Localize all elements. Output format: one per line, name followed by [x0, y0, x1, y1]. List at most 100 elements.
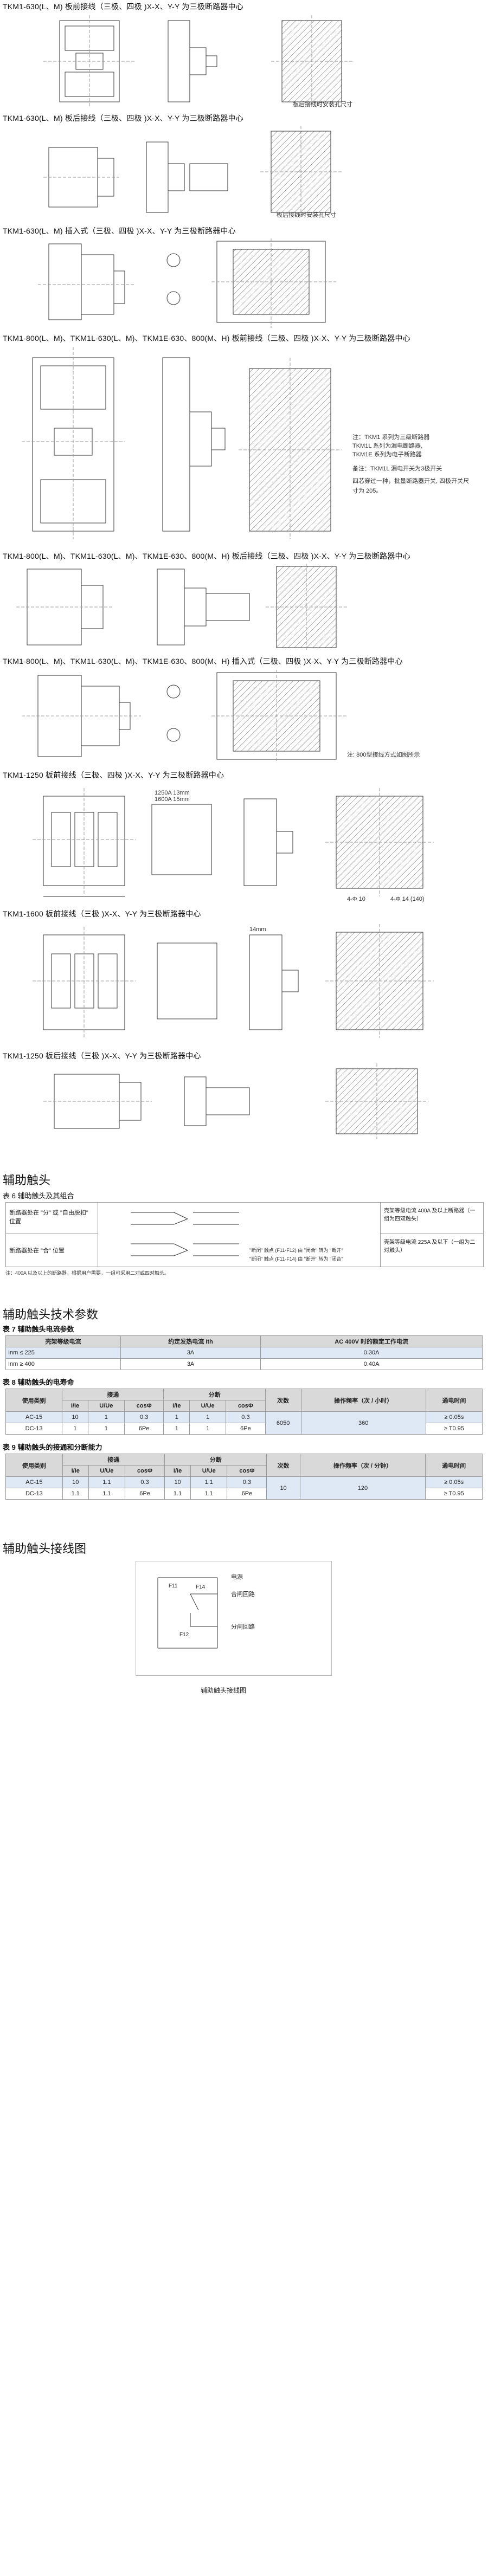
section-title-630-back: TKM1-630(L、M) 板后接线（三极、四极 )X-X、Y-Y 为三极断路器…	[3, 114, 243, 122]
section-title-800-front: TKM1-800(L、M)、TKM1L-630(L、M)、TKM1E-630、8…	[3, 334, 410, 343]
table6-title: 表 6 辅助触头及其组合	[3, 1192, 74, 1200]
t8-r1c1: 1	[62, 1423, 88, 1435]
t9-r0c1: 10	[62, 1476, 89, 1488]
t7-r1c1: 3A	[120, 1358, 261, 1370]
drawing-630-front: 板后接线时安装孔尺寸	[43, 15, 434, 110]
wiring-label-power: 电源	[231, 1574, 243, 1580]
t9-r1c1: 1.1	[62, 1488, 89, 1500]
t7-r0c2: 0.30A	[260, 1347, 483, 1359]
section-title-630-front: TKM1-630(L、M) 板前接线（三极、四极 )X-X、Y-Y 为三极断路器…	[3, 2, 243, 11]
t8-r1c3: 6Pe	[124, 1423, 164, 1435]
t9-r1c6: 6Pe	[227, 1488, 267, 1500]
section-title-1250-front: TKM1-1250 板前接线（三极、四极 )X-X、Y-Y 为三极断路器中心	[3, 771, 224, 779]
t9-r1c2: 1.1	[88, 1488, 126, 1500]
t9-h-count: 次数	[266, 1454, 300, 1477]
t8-s4: U/Ue	[189, 1400, 227, 1412]
dim-1250-a: 1250A 13mm	[155, 790, 190, 796]
t8-r0c2: 1	[87, 1411, 125, 1423]
table6-right4: "断闭" 触点 (F11-F14) 由 "断开" 转为 "闭合"	[249, 1256, 343, 1262]
t8-r1c2: 1	[87, 1423, 125, 1435]
t9-s3: I/Ie	[164, 1465, 191, 1477]
dim-1250-b: 1600A 15mm	[155, 796, 190, 803]
t8-r1c4: 1	[163, 1423, 190, 1435]
t8-h-on: 接通	[62, 1389, 164, 1400]
drawing-1250-back	[22, 1063, 466, 1139]
t8-s0: I/Ie	[62, 1400, 88, 1412]
tech-heading: 辅助触头技术参数	[3, 1308, 99, 1321]
t9-r0c9: ≥ 0.05s	[425, 1476, 483, 1488]
t9-r0c4: 10	[164, 1476, 191, 1488]
t9-h-freq: 操作频率（次 / 分钟）	[299, 1454, 426, 1477]
note-800-plug: 注: 800型接线方式如图所示	[347, 751, 420, 758]
terminal-f14: F14	[196, 1584, 206, 1590]
t9-s5: cosΦ	[227, 1465, 267, 1477]
t9-r1c3: 6Pe	[125, 1488, 165, 1500]
t9-r0c5: 1.1	[190, 1476, 228, 1488]
drawing-630-plug	[38, 238, 439, 328]
table6-right3: "断闭" 触点 (F11-F12) 由 "闭合" 转为 "断开"	[249, 1248, 343, 1253]
t9-s4: U/Ue	[190, 1465, 228, 1477]
wiring-label-open: 分闸回路	[231, 1624, 255, 1630]
table6-right2: 壳架等级电流 225A 及以下（一组为二对触头）	[380, 1234, 483, 1267]
t8-s1: U/Ue	[87, 1400, 125, 1412]
section-title-800-back: TKM1-800(L、M)、TKM1L-630(L、M)、TKM1E-630、8…	[3, 552, 410, 560]
table6-row2-left: 断路器处在 "合" 位置	[6, 1234, 98, 1267]
t7-r0c0: Inm ≤ 225	[5, 1347, 121, 1359]
t9-r0c6: 0.3	[227, 1476, 267, 1488]
section-title-630-plug: TKM1-630(L、M) 插入式（三极、四极 )X-X、Y-Y 为三极断路器中…	[3, 227, 236, 235]
t8-h-time: 通电时间	[425, 1389, 483, 1412]
t8-h-freq: 操作频率（次 / 小时）	[300, 1389, 426, 1412]
t9-h-off: 分断	[164, 1454, 267, 1465]
table9: 使用类别 接通 分断 次数 操作频率（次 / 分钟） 通电时间 I/Ie U/U…	[5, 1454, 483, 1500]
terminal-f12: F12	[179, 1632, 189, 1638]
t8-r0c0: AC-15	[5, 1411, 63, 1423]
t9-r1c9: ≥ T0.95	[425, 1488, 483, 1500]
aux-heading: 辅助触头	[3, 1173, 51, 1187]
t8-r1c5: 1	[189, 1423, 227, 1435]
note-630-back: 板后接线时安装孔尺寸	[277, 211, 336, 218]
t9-r0c3: 0.3	[125, 1476, 165, 1488]
drawing-1600-front: 14mm	[22, 921, 466, 1046]
t8-s5: cosΦ	[226, 1400, 266, 1412]
t8-h-off: 分断	[163, 1389, 266, 1400]
t9-r0c2: 1.1	[88, 1476, 126, 1488]
drawing-800-plug: 注: 800型接线方式如图所示	[22, 670, 466, 762]
t9-r1c0: DC-13	[5, 1488, 63, 1500]
note-800-front-1: 注：TKM1 系列为三级断路器	[352, 433, 429, 441]
t8-r0c4: 1	[163, 1411, 190, 1423]
section-title-1600-front: TKM1-1600 板前接线（三极 )X-X、Y-Y 为三极断路器中心	[3, 909, 201, 918]
t7-h1: 约定发热电流 Ith	[120, 1335, 261, 1347]
table7-title: 表 7 辅助触头电流参数	[3, 1325, 74, 1333]
dim-1600-a: 14mm	[249, 926, 266, 933]
t9-r1c4: 1.1	[164, 1488, 191, 1500]
table9-title: 表 9 辅助触头的接通和分断能力	[3, 1443, 102, 1451]
t7-r1c2: 0.40A	[260, 1358, 483, 1370]
t8-h-count: 次数	[265, 1389, 301, 1412]
drawing-630-back: 板后接线时安装孔尺寸	[43, 126, 434, 221]
t8-r1c6: 6Pe	[226, 1423, 266, 1435]
t8-r1c0: DC-13	[5, 1423, 63, 1435]
wiring-heading: 辅助触头接线图	[3, 1542, 87, 1555]
t8-r0c6: 0.3	[226, 1411, 266, 1423]
t8-r0c8: 360	[300, 1411, 426, 1435]
t9-h-time: 通电时间	[425, 1454, 483, 1477]
t8-s3: I/Ie	[163, 1400, 190, 1412]
t9-r0c8: 120	[299, 1476, 426, 1500]
t8-r0c9: ≥ 0.05s	[425, 1411, 483, 1423]
t7-h0: 壳架等级电流	[5, 1335, 121, 1347]
wiring-label-close: 合闸回路	[231, 1591, 255, 1598]
t9-r1c5: 1.1	[190, 1488, 228, 1500]
t9-s0: I/Ie	[62, 1465, 89, 1477]
t8-r0c1: 10	[62, 1411, 88, 1423]
table6: 断路器处在 "分" 或 "自由脱扣" 位置 断路器处在 "合" 位置 壳架等级电…	[5, 1202, 484, 1267]
drawing-800-back	[16, 564, 472, 650]
t8-h-cat: 使用类别	[5, 1389, 63, 1412]
t9-h-on: 接通	[62, 1454, 165, 1465]
wiring-caption: 辅助触头接线图	[201, 1687, 247, 1694]
t8-s2: cosΦ	[124, 1400, 164, 1412]
table6-row1-left: 断路器处在 "分" 或 "自由脱扣" 位置	[6, 1203, 98, 1234]
t8-r0c7: 6050	[265, 1411, 301, 1435]
terminal-f11: F11	[169, 1583, 178, 1589]
table8: 使用类别 接通 分断 次数 操作频率（次 / 小时） 通电时间 I/Ie U/U…	[5, 1389, 483, 1435]
t7-r0c1: 3A	[120, 1347, 261, 1359]
